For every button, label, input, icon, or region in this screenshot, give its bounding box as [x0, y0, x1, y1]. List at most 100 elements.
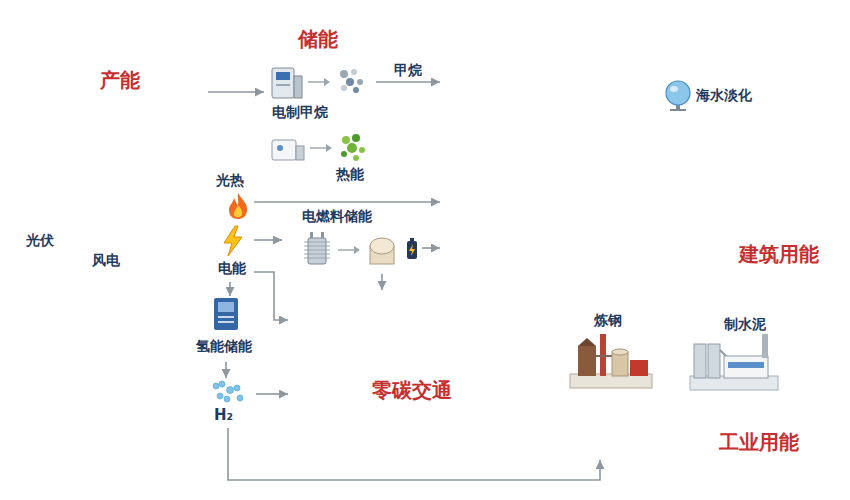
region-outline	[154, 46, 171, 76]
region-title: 产能	[100, 68, 140, 92]
sphere-icon	[670, 109, 686, 111]
cabinet-icon	[218, 302, 234, 312]
heater-icon	[277, 145, 283, 151]
region-outline	[642, 247, 658, 265]
region-outline	[412, 311, 420, 317]
transformer-icon	[304, 254, 330, 255]
region-outline	[460, 336, 469, 345]
region-outline	[536, 350, 804, 422]
flow-arrow	[254, 201, 440, 203]
leaves-icon	[353, 155, 359, 161]
machine-icon	[276, 84, 290, 86]
region-title: 储能	[298, 27, 338, 51]
region-outline	[158, 136, 177, 147]
region-outline	[473, 204, 474, 210]
region-outline	[590, 170, 682, 204]
fire-icon	[226, 192, 250, 220]
battery-icon	[410, 238, 414, 241]
heat-node: 热能	[264, 130, 376, 190]
region-outline	[156, 114, 160, 136]
node-label: 热能	[336, 166, 364, 183]
region-outline	[73, 186, 89, 199]
steel-icon	[570, 374, 652, 388]
node-label: 电能	[218, 260, 246, 277]
region-title: 零碳交通	[368, 378, 456, 402]
flow-arrow	[254, 272, 288, 320]
molecules-icon	[351, 69, 357, 75]
region-outline	[294, 306, 526, 374]
region-outline	[113, 122, 132, 133]
electricity-node: 电能	[212, 226, 254, 282]
label-holder: 甲烷	[392, 62, 424, 79]
region-outline	[467, 197, 481, 202]
steel-icon	[612, 349, 628, 355]
arrow-small-icon	[324, 78, 330, 86]
transport-region: 零碳交通	[288, 290, 528, 405]
region-outline	[139, 136, 158, 147]
leaves-icon	[338, 132, 366, 162]
steel-icon	[596, 355, 612, 357]
region-outline	[74, 154, 90, 167]
region-outline	[132, 122, 151, 133]
region-outline	[528, 190, 624, 191]
region-outline	[464, 90, 476, 102]
node-label: 光热	[216, 172, 244, 189]
region-outline	[113, 122, 132, 133]
industry-region: 工业用能炼钢制水泥	[530, 300, 830, 460]
desalination-node: 海水淡化	[660, 78, 780, 116]
node-label: 氢能储能	[196, 338, 252, 355]
molecules-icon	[340, 70, 348, 78]
cabinet-icon	[212, 296, 240, 332]
region-outline	[414, 322, 423, 331]
molecules-icon	[346, 78, 354, 86]
region-outline	[132, 122, 151, 133]
region-outline	[540, 154, 560, 176]
region-outline	[130, 100, 134, 122]
label-holder: 风电	[92, 252, 120, 269]
region-outline	[469, 204, 470, 210]
region-outline	[14, 39, 206, 290]
region-outline	[320, 334, 329, 343]
cement-node: 制水泥	[680, 316, 790, 396]
hydrogen-icon	[237, 395, 243, 401]
heater-icon	[270, 134, 306, 162]
region-outline	[99, 170, 115, 183]
molecules-icon	[336, 66, 366, 94]
hydrogen-node: H₂	[200, 378, 256, 428]
battery-icon	[406, 238, 418, 260]
region-outline	[726, 202, 750, 216]
region-outline	[390, 322, 399, 331]
region-outline	[505, 190, 508, 196]
hydrogen-icon	[224, 396, 230, 402]
tank-icon	[366, 232, 398, 266]
leaves-icon	[352, 134, 360, 142]
label-holder: 光伏	[26, 232, 54, 249]
region-outline	[734, 150, 735, 196]
cabinet-icon	[218, 316, 234, 318]
flow-arrow	[208, 91, 264, 93]
methane-node: 电制甲烷	[264, 62, 376, 124]
hydrogen-storage-node: 氢能储能	[190, 296, 260, 362]
region-outline	[171, 82, 177, 100]
region-title: 工业用能	[715, 430, 803, 454]
cabinet-icon	[218, 321, 234, 323]
region-outline	[692, 150, 776, 196]
steel-icon	[578, 346, 596, 376]
machine-icon	[294, 76, 302, 98]
tank-icon	[370, 238, 394, 254]
region-outline	[130, 122, 134, 200]
region-outline	[107, 186, 123, 199]
region-outline	[598, 202, 674, 262]
hydrogen-icon	[217, 393, 223, 399]
leaves-icon	[341, 151, 347, 157]
region-outline	[131, 122, 133, 200]
part-label: 风电	[92, 252, 120, 269]
region-outline	[448, 128, 838, 276]
region-outline	[580, 204, 596, 242]
region-outline	[49, 138, 65, 151]
fire-icon	[234, 205, 242, 217]
region-outline	[294, 300, 526, 368]
bolt-icon	[224, 226, 242, 256]
transformer-icon	[304, 258, 330, 259]
hydrogen-icon	[234, 385, 240, 391]
